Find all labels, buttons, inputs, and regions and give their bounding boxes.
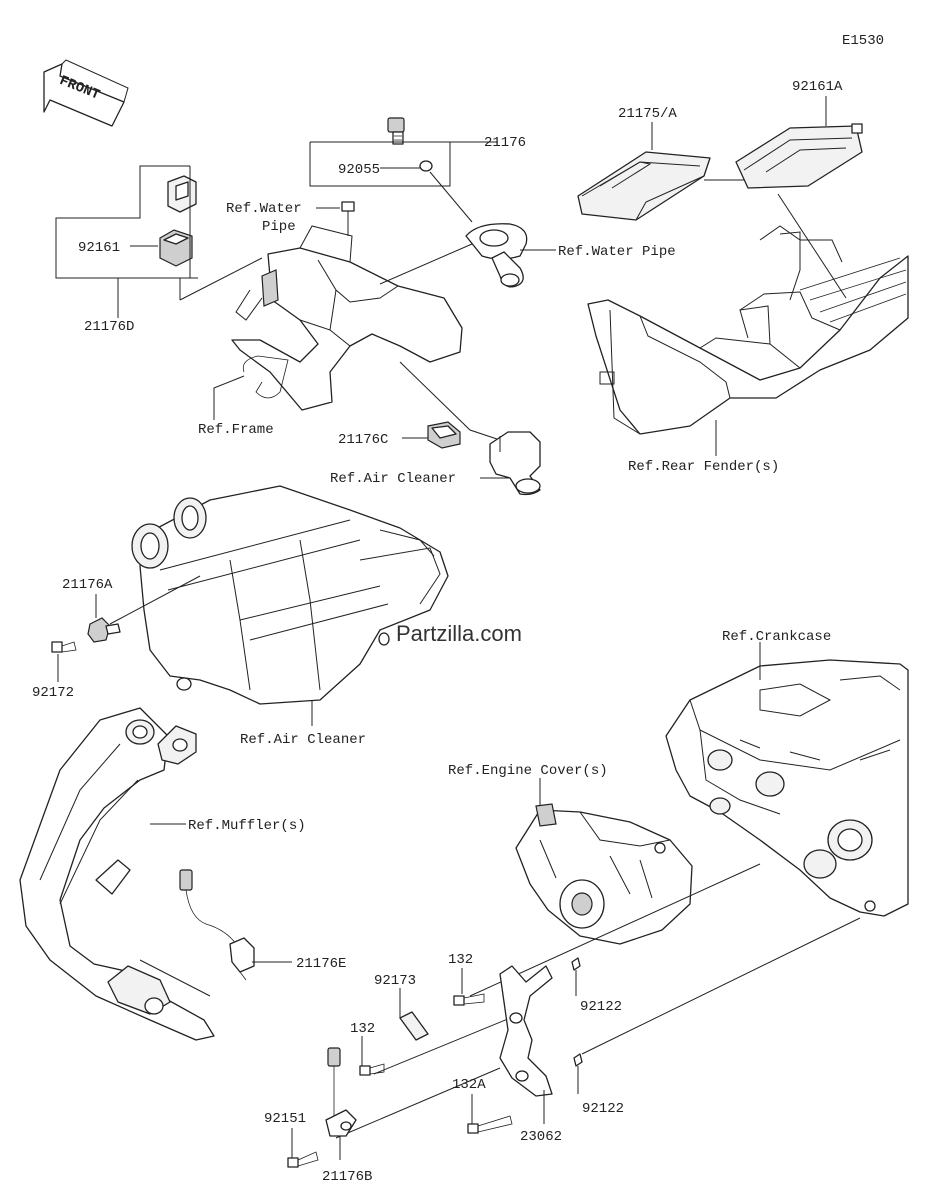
part-23062-bracket[interactable]	[499, 965, 553, 1097]
label-ref-water-pipe-left-2: Pipe	[262, 219, 296, 235]
watermark: Partzilla.com	[396, 621, 522, 646]
label-ref-crankcase: Ref.Crankcase	[722, 629, 831, 645]
label-21176: 21176	[484, 135, 526, 151]
part-frame-wire	[242, 355, 289, 399]
label-ref-water-pipe-right: Ref.Water Pipe	[558, 244, 676, 260]
label-ref-mufflers: Ref.Muffler(s)	[188, 818, 306, 834]
part-water-pipe-bolt	[341, 201, 355, 236]
label-92161a: 92161A	[792, 79, 843, 95]
label-21176a: 21176A	[62, 577, 113, 593]
label-ref-air-cleaner-bottom: Ref.Air Cleaner	[240, 732, 366, 748]
label-92172: 92172	[32, 685, 74, 701]
part-21176-sensor[interactable]	[387, 117, 405, 145]
label-23062: 23062	[520, 1129, 562, 1145]
part-rear-fender	[587, 225, 909, 435]
label-ref-frame: Ref.Frame	[198, 422, 274, 438]
part-132-bolt-upper[interactable]	[453, 993, 485, 1006]
label-132-upper: 132	[448, 952, 473, 968]
part-132-bolt-lower[interactable]	[359, 1063, 385, 1076]
label-92173: 92173	[374, 973, 416, 989]
part-engine-cover	[515, 803, 693, 945]
part-air-cleaner	[131, 485, 449, 705]
label-21176b: 21176B	[322, 1169, 372, 1185]
front-arrow-icon: FRONT	[43, 59, 129, 127]
part-21175a-module[interactable]	[577, 151, 711, 221]
label-92161: 92161	[78, 240, 120, 256]
part-92122-pin-lower[interactable]	[573, 1053, 583, 1067]
part-92122-pin-upper[interactable]	[571, 957, 581, 971]
part-92161a-holder[interactable]	[735, 123, 863, 189]
bracket-21176d	[55, 165, 198, 279]
label-21175a: 21175/A	[618, 106, 677, 122]
label-92055: 92055	[338, 162, 380, 178]
diagram-code: E1530	[842, 33, 884, 49]
part-92055-washer[interactable]	[419, 160, 433, 172]
part-21176b-sensor[interactable]	[325, 1047, 357, 1137]
label-132a: 132A	[452, 1077, 486, 1093]
label-ref-engine-cover: Ref.Engine Cover(s)	[448, 763, 608, 779]
label-92122-lower: 92122	[582, 1101, 624, 1117]
part-92151-bolt[interactable]	[287, 1151, 319, 1168]
part-muffler	[19, 707, 215, 1041]
part-21176a-sensor[interactable]	[87, 617, 121, 643]
label-ref-air-cleaner-top: Ref.Air Cleaner	[330, 471, 456, 487]
part-92161-rubber[interactable]	[159, 229, 193, 267]
part-frame-cover	[231, 225, 463, 411]
label-132-lower: 132	[350, 1021, 375, 1037]
label-21176e: 21176E	[296, 956, 346, 972]
part-21176c-sensor[interactable]	[427, 421, 461, 449]
part-132a-bolt[interactable]	[467, 1115, 513, 1134]
part-crankcase	[665, 659, 909, 917]
part-92173-sleeve[interactable]	[399, 1011, 429, 1041]
label-21176c: 21176C	[338, 432, 388, 448]
label-ref-rear-fender: Ref.Rear Fender(s)	[628, 459, 779, 475]
label-92151: 92151	[264, 1111, 306, 1127]
label-21176d: 21176D	[84, 319, 134, 335]
part-92172-screw[interactable]	[51, 641, 77, 653]
part-air-cleaner-duct	[489, 431, 541, 496]
bracket-21176	[309, 141, 460, 187]
label-ref-water-pipe-left-1: Ref.Water	[226, 201, 302, 217]
part-21176e-oxygen-sensor[interactable]	[179, 869, 255, 981]
part-21176d-connector[interactable]	[167, 175, 197, 213]
label-92122-upper: 92122	[580, 999, 622, 1015]
part-water-pipe-fitting	[465, 223, 528, 288]
